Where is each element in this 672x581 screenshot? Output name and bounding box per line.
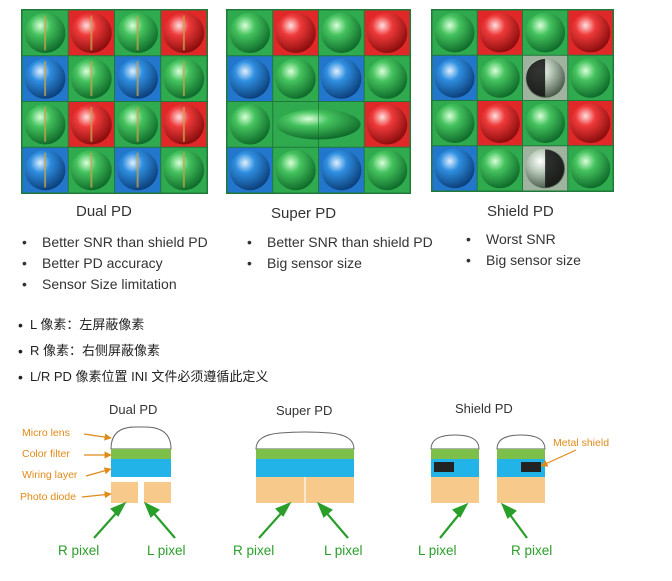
micro-lens-sphere	[366, 12, 408, 54]
dual-l-pixel-label: L pixel	[147, 543, 186, 558]
color-filter-label: Color filter	[22, 448, 70, 460]
micro-lens-sphere	[570, 57, 611, 98]
shield-pd-bullets: Worst SNR Big sensor size	[466, 229, 581, 271]
dual-pd-pixel-grid	[21, 9, 208, 194]
micro-lens-sphere	[366, 149, 408, 191]
metal-shield-left	[434, 462, 454, 472]
metal-shield-half	[526, 58, 546, 97]
shield-pd-title: Shield PD	[487, 203, 554, 220]
micro-lens-sphere	[229, 12, 271, 54]
micro-lens-sphere	[479, 148, 520, 189]
photo-diode-left	[111, 482, 138, 503]
bullet-item: Big sensor size	[247, 253, 433, 274]
micro-lens-sphere	[321, 149, 362, 191]
super-l-pixel-label: L pixel	[324, 543, 363, 558]
dual-pd-title: Dual PD	[76, 203, 132, 220]
super-pd-bullets: Better SNR than shield PD Big sensor siz…	[247, 232, 433, 274]
micro-lens-label: Micro lens	[22, 427, 70, 439]
note-item: R 像素：右侧屏蔽像素	[18, 338, 268, 364]
micro-lens-sphere	[434, 12, 475, 53]
shield-r-pixel-label: R pixel	[511, 543, 553, 558]
metal-shield-label: Metal shield	[553, 437, 610, 449]
micro-lens-wide	[255, 431, 355, 450]
super-pd-title: Super PD	[271, 205, 337, 222]
bullet-item: Big sensor size	[466, 250, 581, 271]
micro-lens-sphere	[479, 57, 520, 98]
micro-lens-sphere	[229, 104, 271, 145]
shield-pd-cross-section	[430, 434, 577, 539]
micro-lens-sphere	[321, 58, 362, 99]
micro-lens-sphere	[229, 58, 271, 99]
micro-lens-sphere	[570, 103, 611, 144]
micro-lens-sphere	[275, 12, 316, 54]
super-pd-section-title: Super PD	[276, 403, 333, 418]
micro-lens-sphere	[434, 57, 475, 98]
dual-pd-section-title: Dual PD	[109, 402, 158, 417]
micro-lens-sphere	[479, 103, 520, 144]
wiring-layer	[111, 459, 171, 477]
micro-lens-sphere	[275, 58, 316, 99]
micro-lens-sphere	[570, 148, 611, 189]
micro-lens-sphere	[366, 104, 408, 145]
micro-lens-sphere	[479, 12, 520, 53]
bullet-item: Better SNR than shield PD	[22, 232, 208, 253]
dual-r-pixel-label: R pixel	[58, 543, 100, 558]
micro-lens-sphere	[366, 58, 408, 99]
bullet-item: Better SNR than shield PD	[247, 232, 433, 253]
color-filter-layer	[111, 449, 171, 459]
bullet-item: Better PD accuracy	[22, 253, 208, 274]
note-item: L 像素：左屏蔽像素	[18, 312, 268, 338]
micro-lens-sphere	[525, 12, 566, 53]
micro-lens-sphere	[229, 149, 271, 191]
super-r-pixel-label: R pixel	[233, 543, 275, 558]
micro-lens-sphere	[570, 12, 611, 53]
micro-lens-sphere	[275, 149, 316, 191]
super-pd-cross-section	[255, 431, 355, 539]
micro-lens	[110, 426, 172, 450]
wiring-layer-label: Wiring layer	[22, 469, 78, 481]
metal-shield-right	[521, 462, 541, 472]
shield-l-pixel-label: L pixel	[418, 543, 457, 558]
micro-lens-sphere	[321, 12, 362, 54]
micro-lens-sphere	[525, 103, 566, 144]
bullet-item: Sensor Size limitation	[22, 274, 208, 295]
micro-lens-sphere	[434, 103, 475, 144]
pixel-definition-notes: L 像素：左屏蔽像素 R 像素：右侧屏蔽像素 L/R PD 像素位置 INI 文…	[18, 312, 268, 390]
photo-diode-label: Photo diode	[20, 491, 77, 503]
shield-pd-pixel-grid	[431, 9, 614, 192]
note-item: L/R PD 像素位置 INI 文件必须遵循此定义	[18, 364, 268, 390]
photo-diode-right	[144, 482, 171, 503]
metal-shield-half	[545, 149, 565, 188]
micro-lens-sphere	[434, 148, 475, 189]
super-pd-pixel-grid	[226, 9, 411, 194]
shield-pd-section-title: Shield PD	[455, 401, 513, 416]
bullet-item: Worst SNR	[466, 229, 581, 250]
dual-pd-cross-section	[81, 426, 176, 539]
dual-pd-bullets: Better SNR than shield PD Better PD accu…	[22, 232, 208, 295]
